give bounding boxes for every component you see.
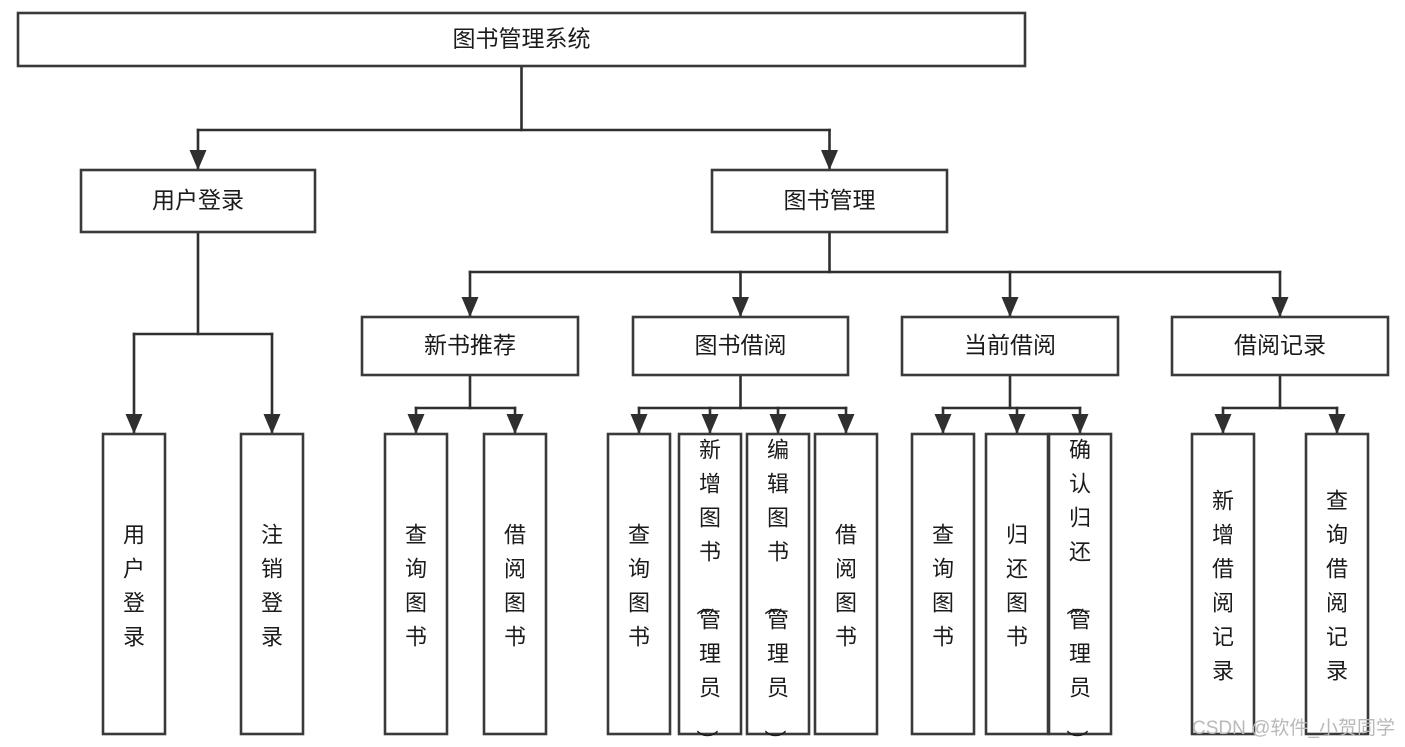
node-box-leaf-user-login[interactable] — [101, 432, 167, 736]
connector-newbook-to-leaves — [407, 373, 524, 436]
node-box-book-borrow[interactable] — [631, 315, 850, 377]
arrow-to-leaf-borrow-book-1 — [506, 414, 524, 434]
node-box-book-manage[interactable] — [710, 168, 949, 234]
node-leaf-logout[interactable]: 注销登录 — [239, 432, 305, 736]
node-new-book-rec[interactable]: 新书推荐 — [360, 315, 580, 377]
connector-bookborrow-to-leaves — [630, 373, 855, 436]
node-leaf-add-book[interactable]: 新增图书（管理员） — [677, 432, 743, 747]
node-box-new-book-rec[interactable] — [360, 315, 580, 377]
node-box-user-login[interactable] — [79, 168, 317, 234]
arrow-to-new-book-rec — [461, 297, 479, 317]
node-label-root: 图书管理系统 — [453, 26, 591, 52]
node-label-leaf-borrow-book-1: 借阅图书 — [504, 523, 526, 650]
node-label-leaf-user-login: 用户登录 — [123, 523, 145, 650]
node-leaf-query-record[interactable]: 查询借阅记录 — [1304, 432, 1370, 736]
connector-layer — [125, 64, 1346, 436]
node-box-current-borrow[interactable] — [900, 315, 1120, 377]
node-box-leaf-add-book[interactable] — [677, 432, 743, 736]
arrow-to-leaf-edit-book — [769, 414, 787, 434]
node-leaf-confirm-return[interactable]: 确认归还（管理员） — [1047, 432, 1113, 747]
arrow-to-user-login — [189, 150, 207, 170]
arrow-to-leaf-query-book-2 — [630, 414, 648, 434]
node-leaf-return-book[interactable]: 归还图书 — [984, 432, 1050, 736]
node-leaf-borrow-book-1[interactable]: 借阅图书 — [482, 432, 548, 736]
node-borrow-record[interactable]: 借阅记录 — [1170, 315, 1390, 377]
node-leaf-query-book-1[interactable]: 查询图书 — [383, 432, 449, 736]
arrow-to-leaf-logout — [263, 414, 281, 434]
node-box-leaf-query-book-3[interactable] — [910, 432, 976, 736]
node-label-new-book-rec: 新书推荐 — [424, 332, 516, 358]
node-label-leaf-return-book: 归还图书 — [1006, 523, 1028, 650]
node-box-leaf-query-book-1[interactable] — [383, 432, 449, 736]
node-box-root[interactable] — [16, 11, 1027, 68]
arrow-to-leaf-return-book — [1008, 414, 1026, 434]
arrow-to-current-borrow — [1001, 297, 1019, 317]
connector-currentborrow-to-leaves — [934, 373, 1089, 436]
node-label-leaf-query-book-2: 查询图书 — [628, 523, 650, 650]
node-label-book-borrow: 图书借阅 — [695, 332, 787, 358]
node-current-borrow[interactable]: 当前借阅 — [900, 315, 1120, 377]
node-root[interactable]: 图书管理系统 — [16, 11, 1027, 68]
arrow-to-leaf-add-book — [701, 414, 719, 434]
node-label-leaf-query-record: 查询借阅记录 — [1326, 489, 1348, 684]
node-label-book-manage: 图书管理 — [784, 187, 876, 213]
connector-userlogin-to-leaves — [125, 230, 281, 436]
node-label-leaf-add-book: 新增图书（管理员） — [694, 438, 721, 747]
node-label-leaf-edit-book: 编辑图书（管理员） — [762, 438, 789, 747]
node-label-current-borrow: 当前借阅 — [964, 332, 1056, 358]
node-user-login[interactable]: 用户登录 — [79, 168, 317, 234]
node-label-leaf-borrow-book-2: 借阅图书 — [835, 523, 857, 650]
node-label-leaf-query-book-1: 查询图书 — [405, 523, 427, 650]
node-box-leaf-query-record[interactable] — [1304, 432, 1370, 736]
arrow-to-leaf-add-record — [1214, 414, 1232, 434]
node-layer: 图书管理系统用户登录图书管理新书推荐图书借阅当前借阅借阅记录用户登录注销登录查询… — [16, 11, 1390, 747]
arrow-to-borrow-record — [1271, 297, 1289, 317]
arrow-to-leaf-borrow-book-2 — [837, 414, 855, 434]
arrow-to-leaf-query-record — [1328, 414, 1346, 434]
node-label-borrow-record: 借阅记录 — [1234, 332, 1326, 358]
node-label-leaf-confirm-return: 确认归还（管理员） — [1064, 438, 1091, 747]
node-label-user-login: 用户登录 — [152, 187, 244, 213]
node-label-leaf-logout: 注销登录 — [261, 523, 283, 650]
node-box-leaf-edit-book[interactable] — [745, 432, 811, 736]
arrow-to-leaf-user-login — [125, 414, 143, 434]
connector-bookmanage-to-level3 — [461, 230, 1289, 319]
arrow-to-leaf-confirm-return — [1071, 414, 1089, 434]
arrow-to-book-borrow — [732, 297, 749, 317]
node-box-leaf-borrow-book-2[interactable] — [813, 432, 879, 736]
node-leaf-add-record[interactable]: 新增借阅记录 — [1190, 432, 1256, 736]
node-leaf-user-login[interactable]: 用户登录 — [101, 432, 167, 736]
node-box-leaf-logout[interactable] — [239, 432, 305, 736]
node-box-leaf-return-book[interactable] — [984, 432, 1050, 736]
node-label-leaf-add-record: 新增借阅记录 — [1212, 489, 1234, 684]
node-box-leaf-add-record[interactable] — [1190, 432, 1256, 736]
node-box-borrow-record[interactable] — [1170, 315, 1390, 377]
connector-root-to-level2 — [189, 64, 838, 172]
csdn-watermark: CSDN @软件_小贺同学 — [1192, 717, 1395, 739]
node-leaf-borrow-book-2[interactable]: 借阅图书 — [813, 432, 879, 736]
arrow-to-leaf-query-book-1 — [407, 414, 425, 434]
node-leaf-query-book-2[interactable]: 查询图书 — [606, 432, 672, 736]
node-label-leaf-query-book-3: 查询图书 — [932, 523, 954, 650]
node-leaf-query-book-3[interactable]: 查询图书 — [910, 432, 976, 736]
connector-borrowrecord-to-leaves — [1214, 373, 1346, 436]
node-book-manage[interactable]: 图书管理 — [710, 168, 949, 234]
arrow-to-book-manage — [821, 150, 838, 170]
arrow-to-leaf-query-book-3 — [934, 414, 952, 434]
node-box-leaf-query-book-2[interactable] — [606, 432, 672, 736]
node-box-leaf-confirm-return[interactable] — [1047, 432, 1113, 736]
node-box-leaf-borrow-book-1[interactable] — [482, 432, 548, 736]
node-book-borrow[interactable]: 图书借阅 — [631, 315, 850, 377]
node-leaf-edit-book[interactable]: 编辑图书（管理员） — [745, 432, 811, 747]
